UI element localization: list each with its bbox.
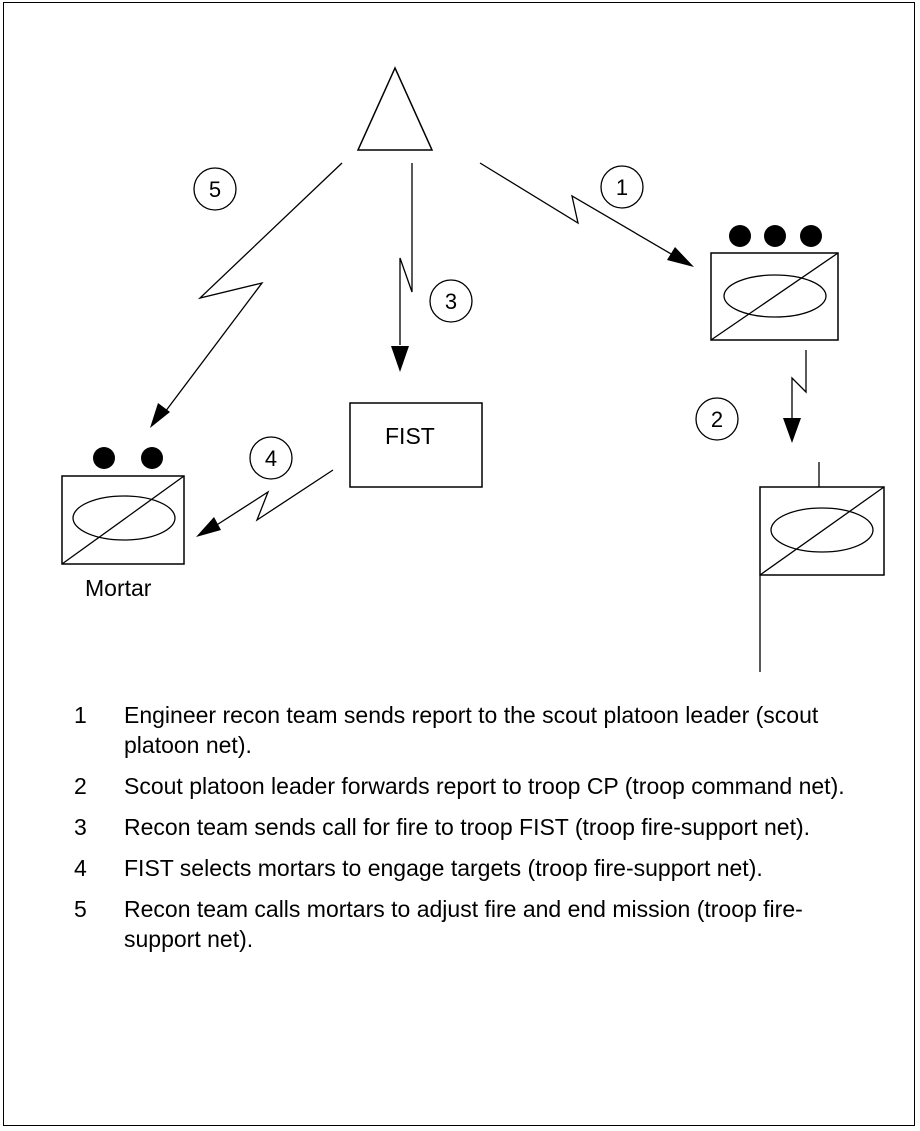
fist-box [349,402,483,488]
mortar-label: Mortar [85,575,152,601]
legend-text: Engineer recon team sends report to the … [124,702,819,758]
figure-frame [3,2,915,1126]
link-1-arrowhead [667,247,694,267]
link-3-arrow [399,163,413,345]
scout-platoon-unit-symbol [710,252,839,341]
legend-number: 1 [74,702,87,728]
scout-platoon-dot [800,225,822,247]
step-2-badge: 2 [695,397,739,441]
link-4-arrow [211,469,334,529]
step-2-label: 2 [711,407,723,432]
legend-text: Scout platoon leader forwards report to … [124,773,845,799]
legend-text: Recon team sends call for fire to troop … [124,814,811,840]
step-5-badge: 5 [193,167,237,211]
step-3-label: 3 [445,289,457,314]
link-1-arrow [479,162,691,266]
link-2-arrowhead [783,418,801,443]
mortar-unit-symbol [61,475,185,565]
step-5-label: 5 [209,177,221,202]
legend-number: 3 [74,814,87,840]
legend-item: 2 Scout platoon leader forwards report t… [74,771,874,801]
legend-number: 4 [74,855,87,881]
legend-item: 5 Recon team calls mortars to adjust fir… [74,894,874,954]
step-4-label: 4 [265,446,277,471]
communication-diagram: FIST Mortar 1 2 3 4 5 [61,66,885,672]
legend-item: 4 FIST selects mortars to engage targets… [74,853,874,883]
legend-text: FIST selects mortars to engage targets (… [124,855,763,881]
link-3-arrowhead [391,346,409,372]
scout-platoon-dot [764,225,786,247]
legend-item: 3 Recon team sends call for fire to troo… [74,812,874,842]
link-2-arrow [791,350,807,418]
legend-list: 1 Engineer recon team sends report to th… [74,700,874,965]
fist-label: FIST [385,423,435,449]
scout-platoon-dot [729,225,751,247]
step-4-badge: 4 [249,436,293,480]
link-4-arrowhead [196,517,221,537]
link-5-arrow [164,162,343,413]
legend-text: Recon team calls mortars to adjust fire … [124,896,803,952]
recon-team-triangle-icon [356,66,434,151]
legend-number: 5 [74,896,87,922]
link-5-arrowhead [150,403,170,428]
mortar-dot [93,447,115,469]
step-3-badge: 3 [429,279,473,323]
step-1-label: 1 [616,175,628,200]
legend-number: 2 [74,773,87,799]
mortar-dot [141,447,163,469]
step-1-badge: 1 [600,165,644,209]
legend-item: 1 Engineer recon team sends report to th… [74,700,874,760]
troop-cp-unit-symbol [759,462,885,672]
